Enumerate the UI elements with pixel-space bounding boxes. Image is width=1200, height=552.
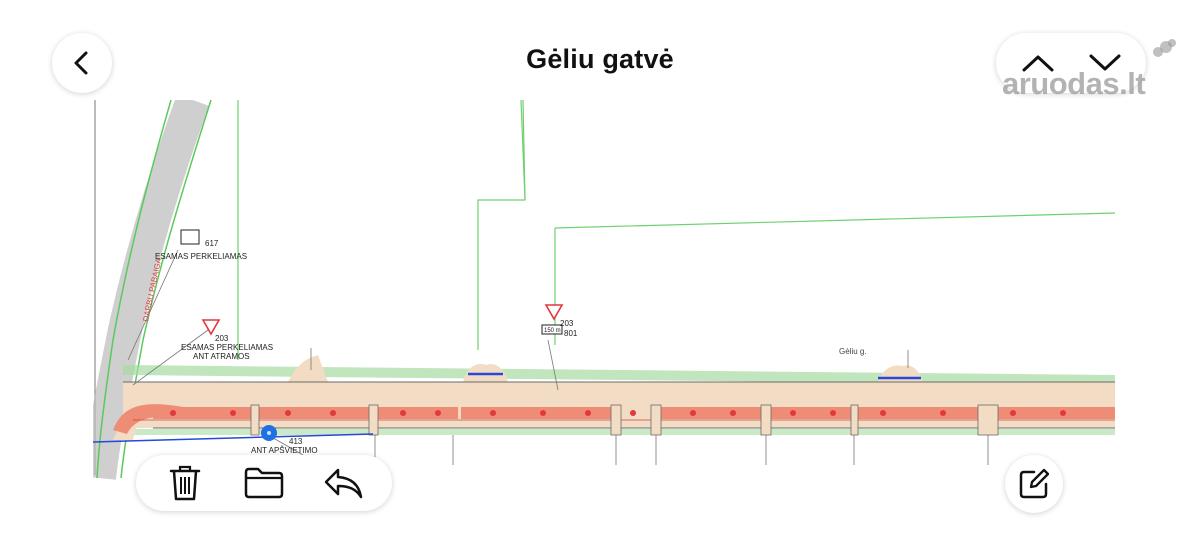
reply-button[interactable] xyxy=(315,458,371,508)
label-ant-atramos: ANT ATRAMOS xyxy=(193,352,250,361)
page-title: Gėliu gatvė xyxy=(526,44,674,74)
trash-icon xyxy=(170,465,201,501)
label-150m: 150 m xyxy=(544,328,561,334)
label-geliu-g: Gėliu g. xyxy=(839,347,867,356)
compose-icon xyxy=(1019,468,1050,499)
navigation-pill xyxy=(996,33,1146,93)
label-ant-apsvietimo: ANT APŠVIETIMO xyxy=(251,446,318,455)
reply-icon xyxy=(324,468,362,499)
delete-button[interactable] xyxy=(157,458,213,508)
label-esamas-perkeliamas-2: ESAMAS PERKELIAMAS xyxy=(181,343,273,352)
bottom-toolbar xyxy=(136,455,392,511)
next-button[interactable] xyxy=(1081,39,1129,87)
label-617: 617 xyxy=(205,239,219,248)
label-413: 413 xyxy=(289,437,303,446)
previous-button[interactable] xyxy=(1014,39,1062,87)
watermark: aruodas.lt xyxy=(1002,66,1146,101)
watermark-smoke-icon xyxy=(1153,39,1176,57)
move-to-folder-button[interactable] xyxy=(236,458,292,508)
chevron-left-icon xyxy=(74,51,88,75)
label-801: 801 xyxy=(564,329,578,338)
label-203-left: 203 xyxy=(215,334,229,343)
label-esamas-perkeliamas-1: ESAMAS PERKELIAMAS xyxy=(155,252,247,261)
chevron-up-icon xyxy=(1022,55,1053,72)
compose-button[interactable] xyxy=(1005,455,1063,513)
chevron-down-icon xyxy=(1089,54,1120,71)
folder-icon xyxy=(244,467,284,499)
site-plan-drawing: 617 ESAMAS PERKELIAMAS DARBU PABAIGA 203… xyxy=(93,100,1115,480)
label-203-mid: 203 xyxy=(560,319,574,328)
back-button[interactable] xyxy=(52,33,112,93)
